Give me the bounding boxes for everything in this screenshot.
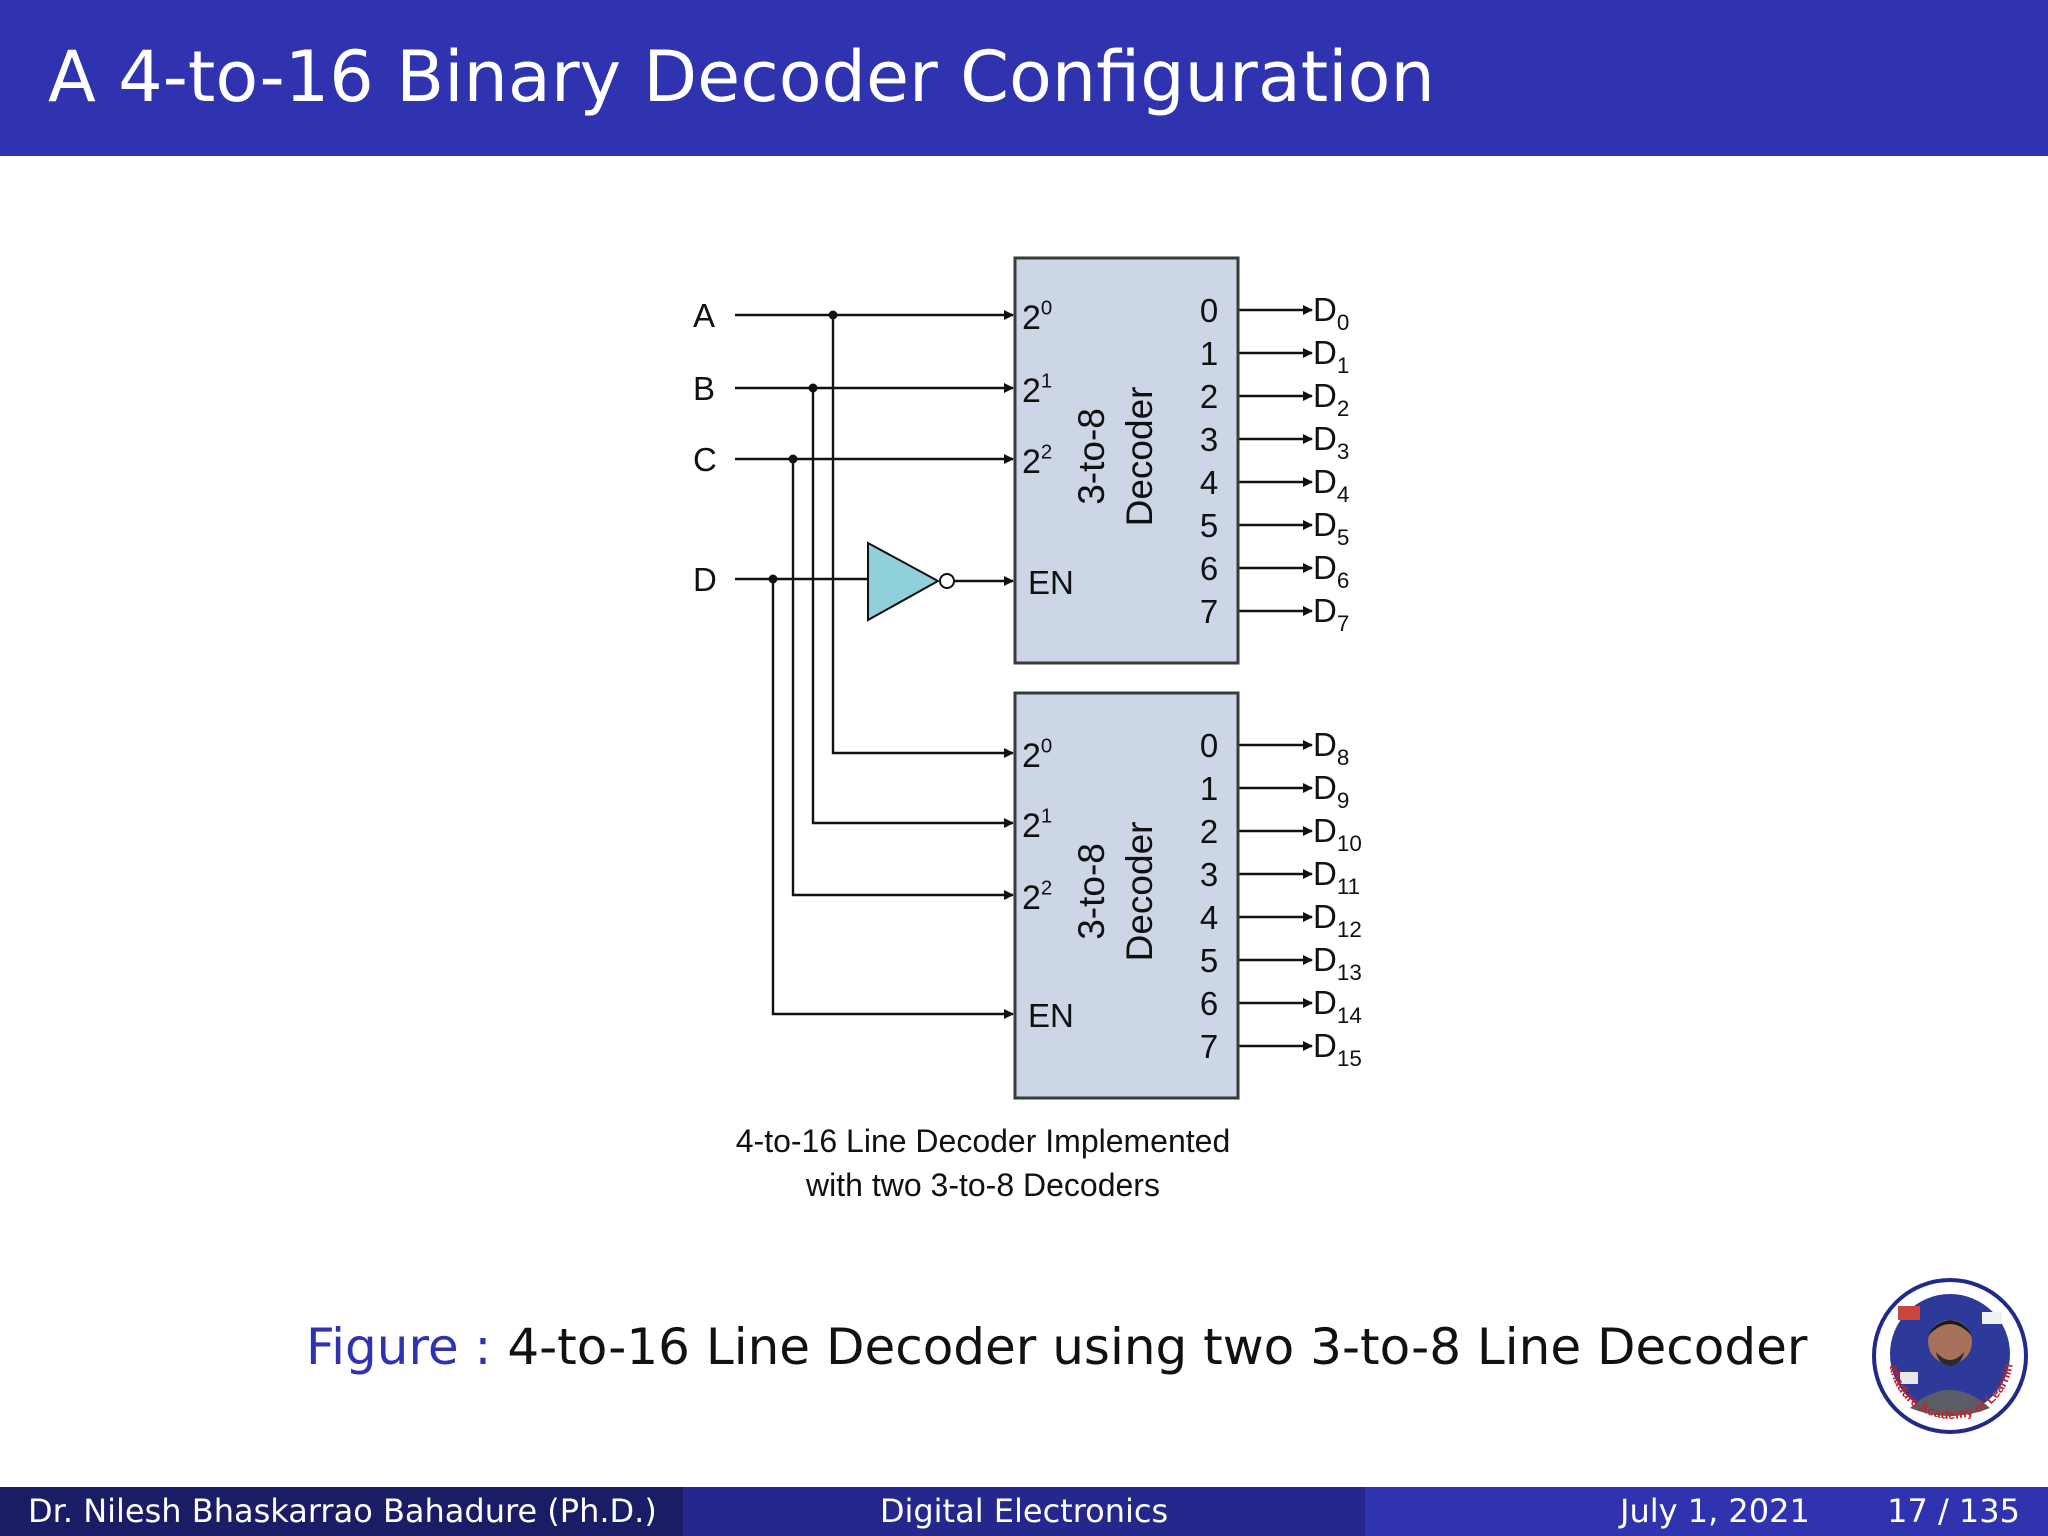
decoder-2-output-number-3: 3: [1200, 856, 1218, 893]
decoder-1-select-label-1: 21: [1022, 371, 1052, 410]
decoder-2-select-label-2: 22: [1022, 878, 1052, 917]
footer: Dr. Nilesh Bhaskarrao Bahadure (Ph.D.) D…: [0, 1487, 2048, 1536]
decoder-1-output-number-7: 7: [1200, 593, 1218, 630]
diagram-caption-line1: 4-to-16 Line Decoder Implemented: [736, 1123, 1231, 1159]
footer-right: July 1, 2021 17 / 135: [1365, 1487, 2048, 1536]
decoder-2-select-label-0: 20: [1022, 736, 1052, 775]
slide-title: A 4-to-16 Binary Decoder Configuration: [48, 36, 1435, 118]
output-label-d8: D8: [1313, 726, 1349, 770]
output-label-d12: D12: [1313, 898, 1362, 942]
decoder-2-output-number-0: 0: [1200, 727, 1218, 764]
decoder-2-output-number-2: 2: [1200, 813, 1218, 850]
footer-date: July 1, 2021: [1620, 1492, 1810, 1530]
decoder-1-select-label-2: 22: [1022, 442, 1052, 481]
academy-logo: Bahadure Academy of Learning: [1870, 1276, 2028, 1434]
figure-text: 4-to-16 Line Decoder using two 3-to-8 Li…: [507, 1318, 1808, 1376]
decoder-2-select-label-1: 21: [1022, 806, 1052, 845]
footer-left: Dr. Nilesh Bhaskarrao Bahadure (Ph.D.): [0, 1487, 683, 1536]
junction-a: [828, 310, 838, 320]
footer-course: Digital Electronics: [683, 1487, 1365, 1536]
decoder-2-name-line1: 3-to-8: [1071, 843, 1112, 940]
output-label-d3: D3: [1313, 420, 1349, 464]
output-label-d10: D10: [1313, 812, 1362, 856]
decoder-1-name-line2: Decoder: [1119, 387, 1160, 527]
decoder-1-output-number-2: 2: [1200, 378, 1218, 415]
title-bar: A 4-to-16 Binary Decoder Configuration: [0, 0, 2048, 156]
figure-prefix: Figure :: [306, 1318, 492, 1376]
decoder-1-enable-label: EN: [1028, 564, 1074, 601]
decoder-2-output-number-7: 7: [1200, 1028, 1218, 1065]
inverter-gate: [867, 541, 941, 622]
decoder-1-output-number-5: 5: [1200, 507, 1218, 544]
decoder-1-output-number-3: 3: [1200, 421, 1218, 458]
wire-branch-a: [831, 315, 1014, 758]
input-label-d: D: [693, 561, 717, 598]
output-label-d2: D2: [1313, 377, 1349, 421]
output-label-d14: D14: [1313, 984, 1362, 1028]
output-label-d6: D6: [1313, 549, 1349, 593]
decoder-1-output-number-6: 6: [1200, 550, 1218, 587]
footer-page-number: 17 / 135: [1887, 1492, 2020, 1530]
output-label-d1: D1: [1313, 334, 1349, 378]
input-label-c: C: [693, 441, 717, 478]
decoder-1-output-number-0: 0: [1200, 292, 1218, 329]
decoder-2-output-number-5: 5: [1200, 942, 1218, 979]
output-label-d15: D15: [1313, 1027, 1362, 1071]
decoder-2-name-line2: Decoder: [1119, 822, 1160, 962]
decoder-1-output-number-4: 4: [1200, 464, 1218, 501]
wire-branch-c: [791, 459, 1014, 900]
decoder-2-output-number-6: 6: [1200, 985, 1218, 1022]
decoder-2-output-number-1: 1: [1200, 770, 1218, 807]
output-label-d4: D4: [1313, 463, 1349, 507]
decoder-1-select-label-0: 20: [1022, 298, 1052, 337]
junction-c: [788, 454, 798, 464]
output-label-d13: D13: [1313, 941, 1362, 985]
wire-branch-d: [771, 579, 1014, 1019]
junction-b: [808, 383, 818, 393]
decoder-2-enable-label: EN: [1028, 997, 1074, 1034]
input-label-b: B: [693, 370, 715, 407]
output-label-d7: D7: [1313, 592, 1349, 636]
decoder-block-1: [1013, 256, 1240, 665]
decoder-2-output-number-4: 4: [1200, 899, 1218, 936]
output-label-d11: D11: [1313, 855, 1360, 899]
diagram-caption-line2: with two 3-to-8 Decoders: [805, 1167, 1160, 1203]
output-label-d5: D5: [1313, 506, 1349, 550]
output-label-d0: D0: [1313, 291, 1349, 335]
wire-branch-b: [811, 388, 1014, 828]
figure-caption: Figure : 4-to-16 Line Decoder using two …: [306, 1322, 1807, 1372]
inverter-bubble: [939, 573, 955, 589]
footer-author: Dr. Nilesh Bhaskarrao Bahadure (Ph.D.): [28, 1492, 657, 1530]
output-label-d9: D9: [1313, 769, 1349, 813]
junction-d: [768, 574, 778, 584]
input-label-a: A: [693, 297, 715, 334]
decoder-block-2: [1013, 691, 1240, 1100]
decoder-1-name-line1: 3-to-8: [1071, 408, 1112, 505]
decoder-1-output-number-1: 1: [1200, 335, 1218, 372]
